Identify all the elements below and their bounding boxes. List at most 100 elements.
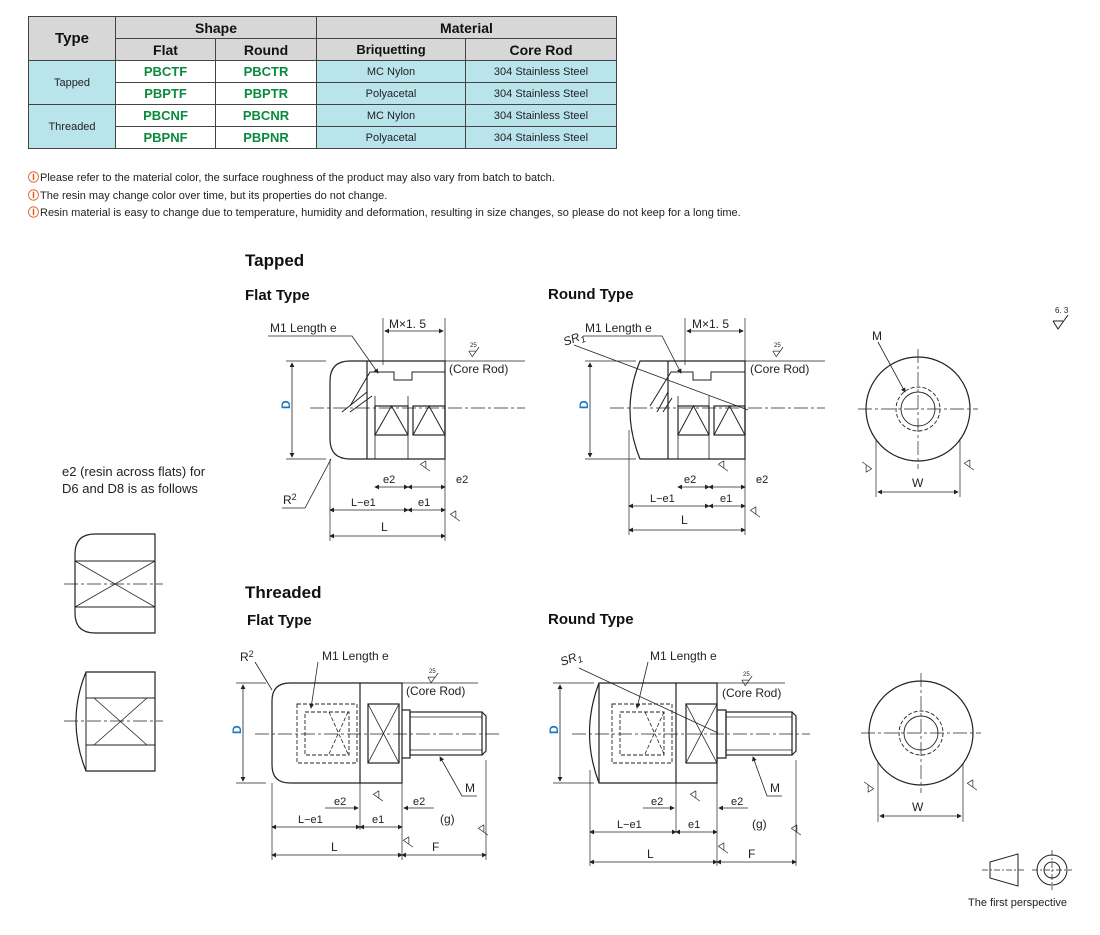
projection-symbol-icon	[982, 850, 1072, 890]
flat-across-flats-drawing	[64, 533, 163, 634]
flat-code: PBCNF	[115, 104, 216, 127]
svg-text:D: D	[547, 725, 561, 734]
roughness-symbol-icon	[450, 510, 460, 522]
svg-text:L−e1: L−e1	[650, 493, 675, 505]
flat-code: PBPNF	[115, 126, 216, 149]
type-header: Type	[28, 16, 116, 61]
flat-code: PBCTF	[115, 60, 216, 83]
round-code: PBPNR	[215, 126, 317, 149]
note-item: ⒾPlease refer to the material color, the…	[28, 172, 555, 184]
tapped-round-title: Round Type	[548, 286, 634, 303]
svg-text:e1: e1	[372, 814, 384, 826]
round-across-flats-drawing	[64, 671, 163, 772]
svg-text:SR1: SR1	[561, 328, 587, 350]
core-rod-cell: 304 Stainless Steel	[465, 60, 617, 83]
svg-text:L: L	[681, 513, 688, 527]
svg-text:e2: e2	[651, 796, 663, 808]
tapped-round-drawing	[573, 318, 825, 535]
note-item: ⒾResin material is easy to change due to…	[28, 207, 741, 219]
threaded-title: Threaded	[245, 583, 322, 602]
svg-text:25: 25	[429, 669, 436, 675]
svg-text:D: D	[279, 400, 293, 409]
svg-text:R2: R2	[283, 492, 297, 507]
svg-text:(Core Rod): (Core Rod)	[722, 686, 781, 700]
spec-table: Type Shape Material Flat Round Briquetti…	[28, 16, 617, 149]
svg-text:L−e1: L−e1	[298, 814, 323, 826]
svg-text:M: M	[770, 781, 780, 795]
svg-text:R2: R2	[240, 649, 254, 664]
roughness-symbol-icon	[967, 779, 977, 791]
core-rod-cell: 304 Stainless Steel	[465, 126, 617, 149]
svg-text:(Core Rod): (Core Rod)	[406, 684, 465, 698]
svg-text:6. 3: 6. 3	[1055, 306, 1069, 315]
threaded-round-drawing	[553, 661, 810, 866]
tapped-flat-drawing	[268, 318, 525, 541]
tapped-end-m-label: M	[872, 329, 882, 343]
briquetting-cell: MC Nylon	[316, 60, 466, 83]
tapped-flat-title: Flat Type	[245, 287, 310, 304]
material-header: Material	[316, 16, 617, 39]
flat-header: Flat	[115, 38, 216, 61]
svg-text:e1: e1	[720, 493, 732, 505]
svg-text:e2: e2	[334, 796, 346, 808]
roughness-symbol-icon	[750, 506, 760, 518]
svg-text:(g): (g)	[440, 812, 455, 826]
threaded-flat-drawing	[236, 661, 500, 860]
tapped-end-view	[858, 341, 978, 497]
svg-text:e1: e1	[418, 497, 430, 509]
svg-text:M1 Length e: M1 Length e	[270, 321, 337, 335]
briquetting-cell: Polyacetal	[316, 126, 466, 149]
svg-text:M: M	[465, 781, 475, 795]
core-rod-cell: 304 Stainless Steel	[465, 104, 617, 127]
svg-text:25: 25	[470, 343, 477, 349]
briquetting-cell: Polyacetal	[316, 82, 466, 105]
notes: ⒾPlease refer to the material color, the…	[28, 170, 741, 223]
note-item: ⒾThe resin may change color over time, b…	[28, 189, 388, 202]
svg-text:M×1. 5: M×1. 5	[389, 317, 426, 331]
roughness-symbol-icon	[964, 459, 974, 471]
core-rod-header: Core Rod	[465, 38, 617, 61]
svg-text:(g): (g)	[752, 817, 767, 831]
svg-text:(Core Rod): (Core Rod)	[750, 362, 809, 376]
roughness-symbol-icon	[420, 460, 430, 472]
svg-text:(Core Rod): (Core Rod)	[449, 362, 508, 376]
side-note-line1: e2 (resin across flats) for	[62, 464, 206, 479]
svg-text:L−e1: L−e1	[351, 497, 376, 509]
roughness-symbol-icon	[718, 842, 728, 854]
table-row: Threaded PBCNF PBCNR MC Nylon 304 Stainl…	[28, 104, 617, 149]
svg-text:F: F	[748, 847, 755, 861]
round-code: PBCNR	[215, 104, 317, 127]
briquetting-header: Briquetting	[316, 38, 466, 61]
svg-text:e2: e2	[456, 474, 468, 486]
round-code: PBPTR	[215, 82, 317, 105]
tapped-title: Tapped	[245, 251, 304, 270]
roughness-symbol-icon	[862, 461, 872, 473]
caution-icon: Ⓘ	[28, 207, 39, 219]
briquetting-cell: MC Nylon	[316, 104, 466, 127]
svg-text:F: F	[432, 840, 439, 854]
roughness-symbol-icon	[690, 790, 700, 802]
svg-text:25: 25	[743, 672, 750, 678]
svg-text:D: D	[230, 725, 244, 734]
tapped-round-labels: M1 Length e M×1. 5 (Core Rod) SR1 D e2 e…	[561, 317, 809, 527]
roughness-symbol-icon	[373, 790, 383, 802]
projection-label: The first perspective	[968, 897, 1067, 909]
svg-text:D: D	[577, 400, 591, 409]
roughness-symbol-icon	[864, 781, 874, 793]
svg-text:M×1. 5: M×1. 5	[692, 317, 729, 331]
threaded-flat-title: Flat Type	[247, 612, 312, 629]
roughness-symbol-icon	[478, 824, 488, 836]
svg-text:e2: e2	[756, 474, 768, 486]
svg-text:L−e1: L−e1	[617, 819, 642, 831]
table-row: PBPNF PBPNR Polyacetal 304 Stainless Ste…	[29, 126, 617, 149]
tapped-flat-labels: M1 Length e M×1. 5 (Core Rod) D R2 e2 e2…	[270, 317, 508, 534]
svg-text:e1: e1	[688, 819, 700, 831]
svg-text:M1 Length e: M1 Length e	[650, 649, 717, 663]
threaded-round-labels: SR1 M1 Length e (Core Rod) D M e2 e2 e1 …	[547, 648, 781, 861]
svg-text:e2: e2	[413, 796, 425, 808]
caution-icon: Ⓘ	[28, 189, 39, 202]
svg-text:SR1: SR1	[558, 648, 584, 670]
side-note-line2: D6 and D8 is as follows	[62, 481, 198, 496]
threaded-end-w-label: W	[912, 800, 924, 814]
